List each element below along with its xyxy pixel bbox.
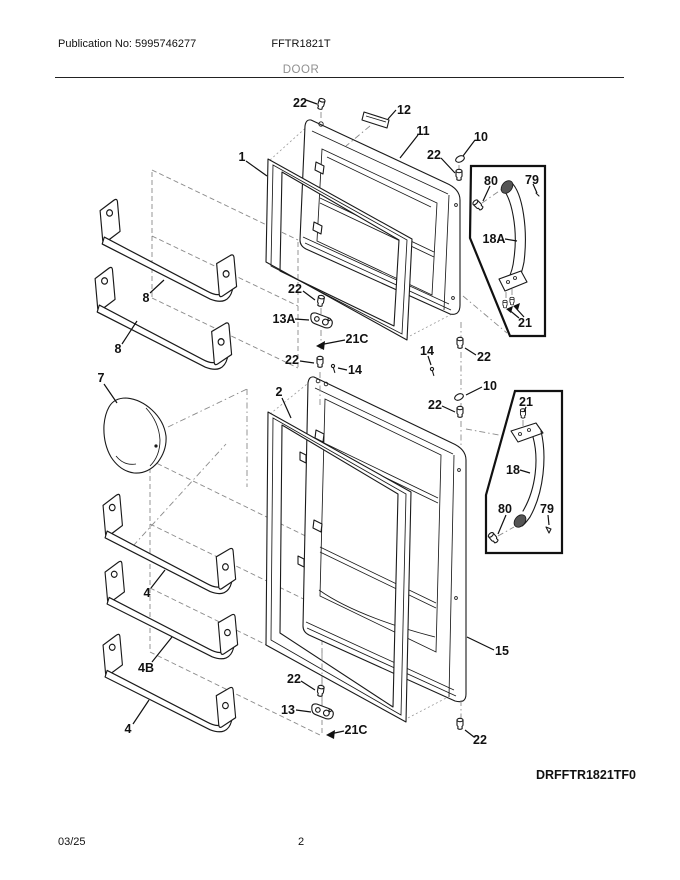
fresh-food-gasket: [265, 411, 412, 723]
callout-freezer-handle-screws: 21: [518, 316, 532, 330]
callout-freezer-shelf-upper: 8: [143, 291, 150, 305]
callout-bottom-screw-left: 22: [287, 672, 301, 686]
callout-door-screw-right-a: 22: [477, 350, 491, 364]
footer-page-number: 2: [297, 836, 305, 848]
diagram-code: DRFFTR1821TF0: [536, 768, 636, 782]
callout-freezer-door: 11: [416, 124, 429, 138]
callout-freezer-right-screw: 22: [427, 148, 441, 162]
leader-lines: [103, 99, 550, 739]
callout-fresh-handle: 18: [506, 463, 520, 477]
footer-date: 03/25: [58, 836, 86, 848]
assembly-dash-lines: [319, 112, 511, 720]
callout-fresh-shelf-upper: 4: [144, 586, 151, 600]
callout-fresh-gasket: 2: [276, 385, 283, 399]
callout-top-screw: 22: [293, 96, 307, 110]
callout-fresh-shelf-lower: 4: [125, 722, 132, 736]
callout-fresh-shelf-mid: 4B: [138, 661, 154, 675]
callout-freezer-shelf-lower: 8: [115, 342, 122, 356]
callout-center-hinge-bottom: 21C: [345, 723, 368, 737]
callout-hinge-shim-bottom: 13: [281, 703, 295, 717]
callout-center-hinge-top: 21C: [346, 332, 369, 346]
freezer-handle-inset: [468, 164, 547, 338]
publication-number: Publication No: 5995746277: [58, 38, 197, 50]
callout-fresh-handle-trim: 79: [540, 502, 554, 516]
callout-labels: 22 12 11 10 22 1 80 79 18A 21 8 8 22 13A…: [98, 96, 554, 747]
header-divider: [55, 77, 624, 78]
fresh-shelf-bars: [102, 493, 239, 733]
callout-fresh-plug: 10: [483, 379, 497, 393]
butter-dish: [103, 397, 167, 474]
callout-freezer-handle-trim: 79: [525, 173, 539, 187]
callout-freezer-plug: 10: [474, 130, 488, 144]
callout-door-screw-right-b: 22: [428, 398, 442, 412]
model-number: FFTR1821T: [271, 38, 331, 50]
callout-fresh-handle-top-screw: 21: [519, 395, 533, 409]
callout-hinge-screw-upper: 22: [288, 282, 302, 296]
callout-trim-strip: 12: [397, 103, 411, 117]
freezer-door: [299, 119, 461, 315]
callout-freezer-handle-front-screw: 80: [484, 174, 498, 188]
callout-fresh-handle-front-screw: 80: [498, 502, 512, 516]
callout-hinge-screw-mid: 22: [285, 353, 299, 367]
trim-strip: [361, 111, 390, 129]
callout-hinge-pin-left: 14: [348, 363, 362, 377]
callout-bottom-screw-right: 22: [473, 733, 487, 747]
callout-hinge-shim-top: 13A: [273, 312, 296, 326]
callout-hinge-pin-right: 14: [420, 344, 434, 358]
callout-butter-dish: 7: [98, 371, 105, 385]
section-title: DOOR: [282, 64, 320, 76]
fresh-handle-inset: [484, 389, 564, 555]
callout-fresh-door: 15: [495, 644, 509, 658]
callout-freezer-handle: 18A: [483, 232, 506, 246]
fresh-food-door: [297, 376, 467, 703]
freezer-gasket: [265, 158, 413, 341]
callout-freezer-gasket: 1: [239, 150, 246, 164]
